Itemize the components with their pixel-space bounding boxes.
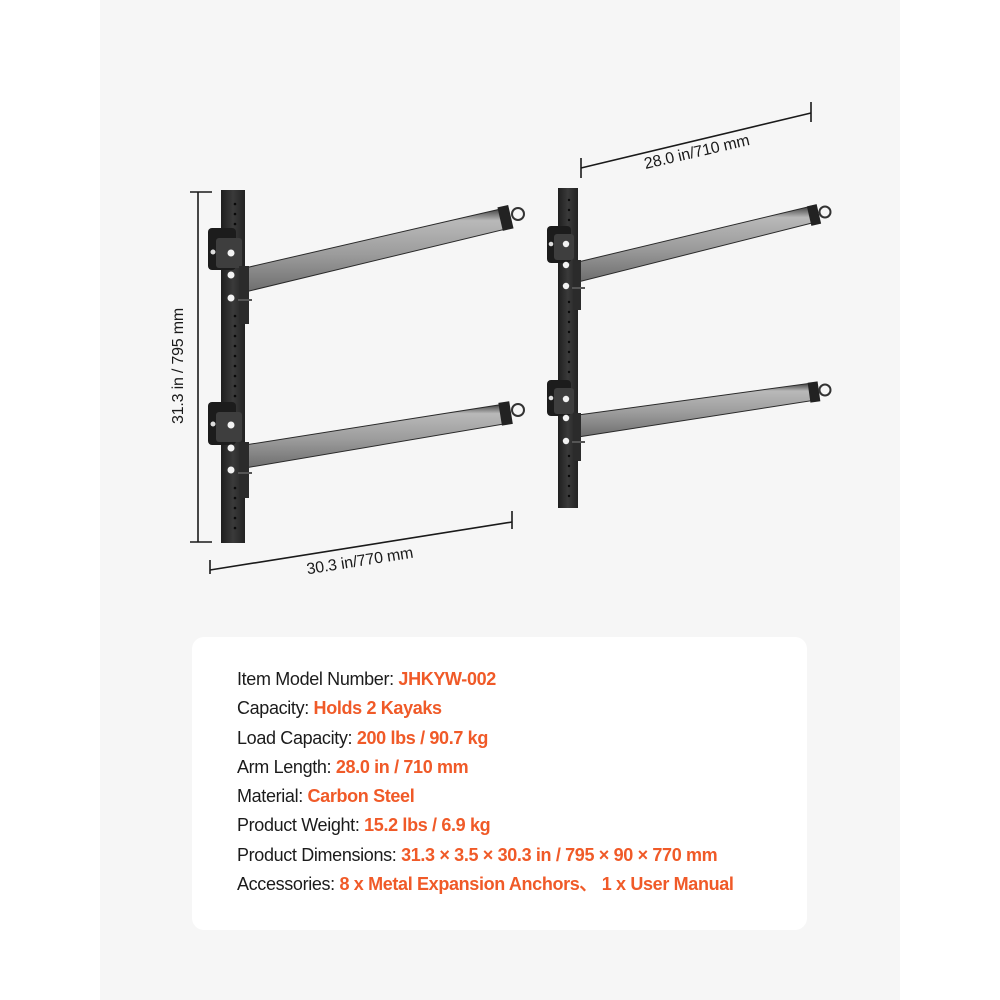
spec-label: Item Model Number: [237,669,399,689]
spec-label: Accessories: [237,874,340,895]
right-rack [547,188,832,508]
product-figure: 31.3 in / 795 mm 30.3 in/770 mm 28.0 in/… [170,102,832,578]
spec-row-load-capacity: Load Capacity: 200 lbs / 90.7 kg [237,724,734,753]
spec-value: 200 lbs / 90.7 kg [356,727,488,748]
spec-label: Material: [237,786,308,807]
spec-value: 28.0 in / 710 mm [335,756,469,777]
spec-value: 8 x Metal Expansion Anchors、 1 x User Ma… [339,874,734,895]
spec-label: Load Capacity: [237,727,357,748]
spec-row-capacity: Capacity: Holds 2 Kayaks [237,694,734,723]
spec-label: Product Weight: [237,815,365,836]
spec-label: Capacity: [237,698,314,719]
width-dimension-line [209,511,513,574]
spec-value: JHKYW-002 [398,669,496,689]
spec-value: 31.3 × 3.5 × 30.3 in / 795 × 90 × 770 mm [401,844,718,865]
height-dimension-line [190,191,212,543]
spec-label: Arm Length: [237,756,336,777]
arm-dimension-line [580,102,812,178]
spec-row-material: Material: Carbon Steel [237,782,734,811]
spec-row-product-weight: Product Weight: 15.2 lbs / 6.9 kg [237,811,734,840]
spec-card: Item Model Number: JHKYW-002 Capacity: H… [192,637,807,930]
spec-row-model-number: Item Model Number: JHKYW-002 [237,665,734,694]
spec-row-accessories: Accessories: 8 x Metal Expansion Anchors… [237,870,734,899]
left-rack [208,190,525,543]
spec-value: Holds 2 Kayaks [313,698,443,719]
spec-list: Item Model Number: JHKYW-002 Capacity: H… [237,665,734,899]
spec-label: Product Dimensions: [237,844,402,865]
spec-value: 15.2 lbs / 6.9 kg [364,815,491,836]
spec-value: Carbon Steel [307,786,415,807]
kayak-rack-illustration [190,102,832,574]
height-dimension-label: 31.3 in / 795 mm [170,308,187,424]
spec-row-arm-length: Arm Length: 28.0 in / 710 mm [237,753,734,782]
spec-row-product-dimensions: Product Dimensions: 31.3 × 3.5 × 30.3 in… [237,841,734,870]
